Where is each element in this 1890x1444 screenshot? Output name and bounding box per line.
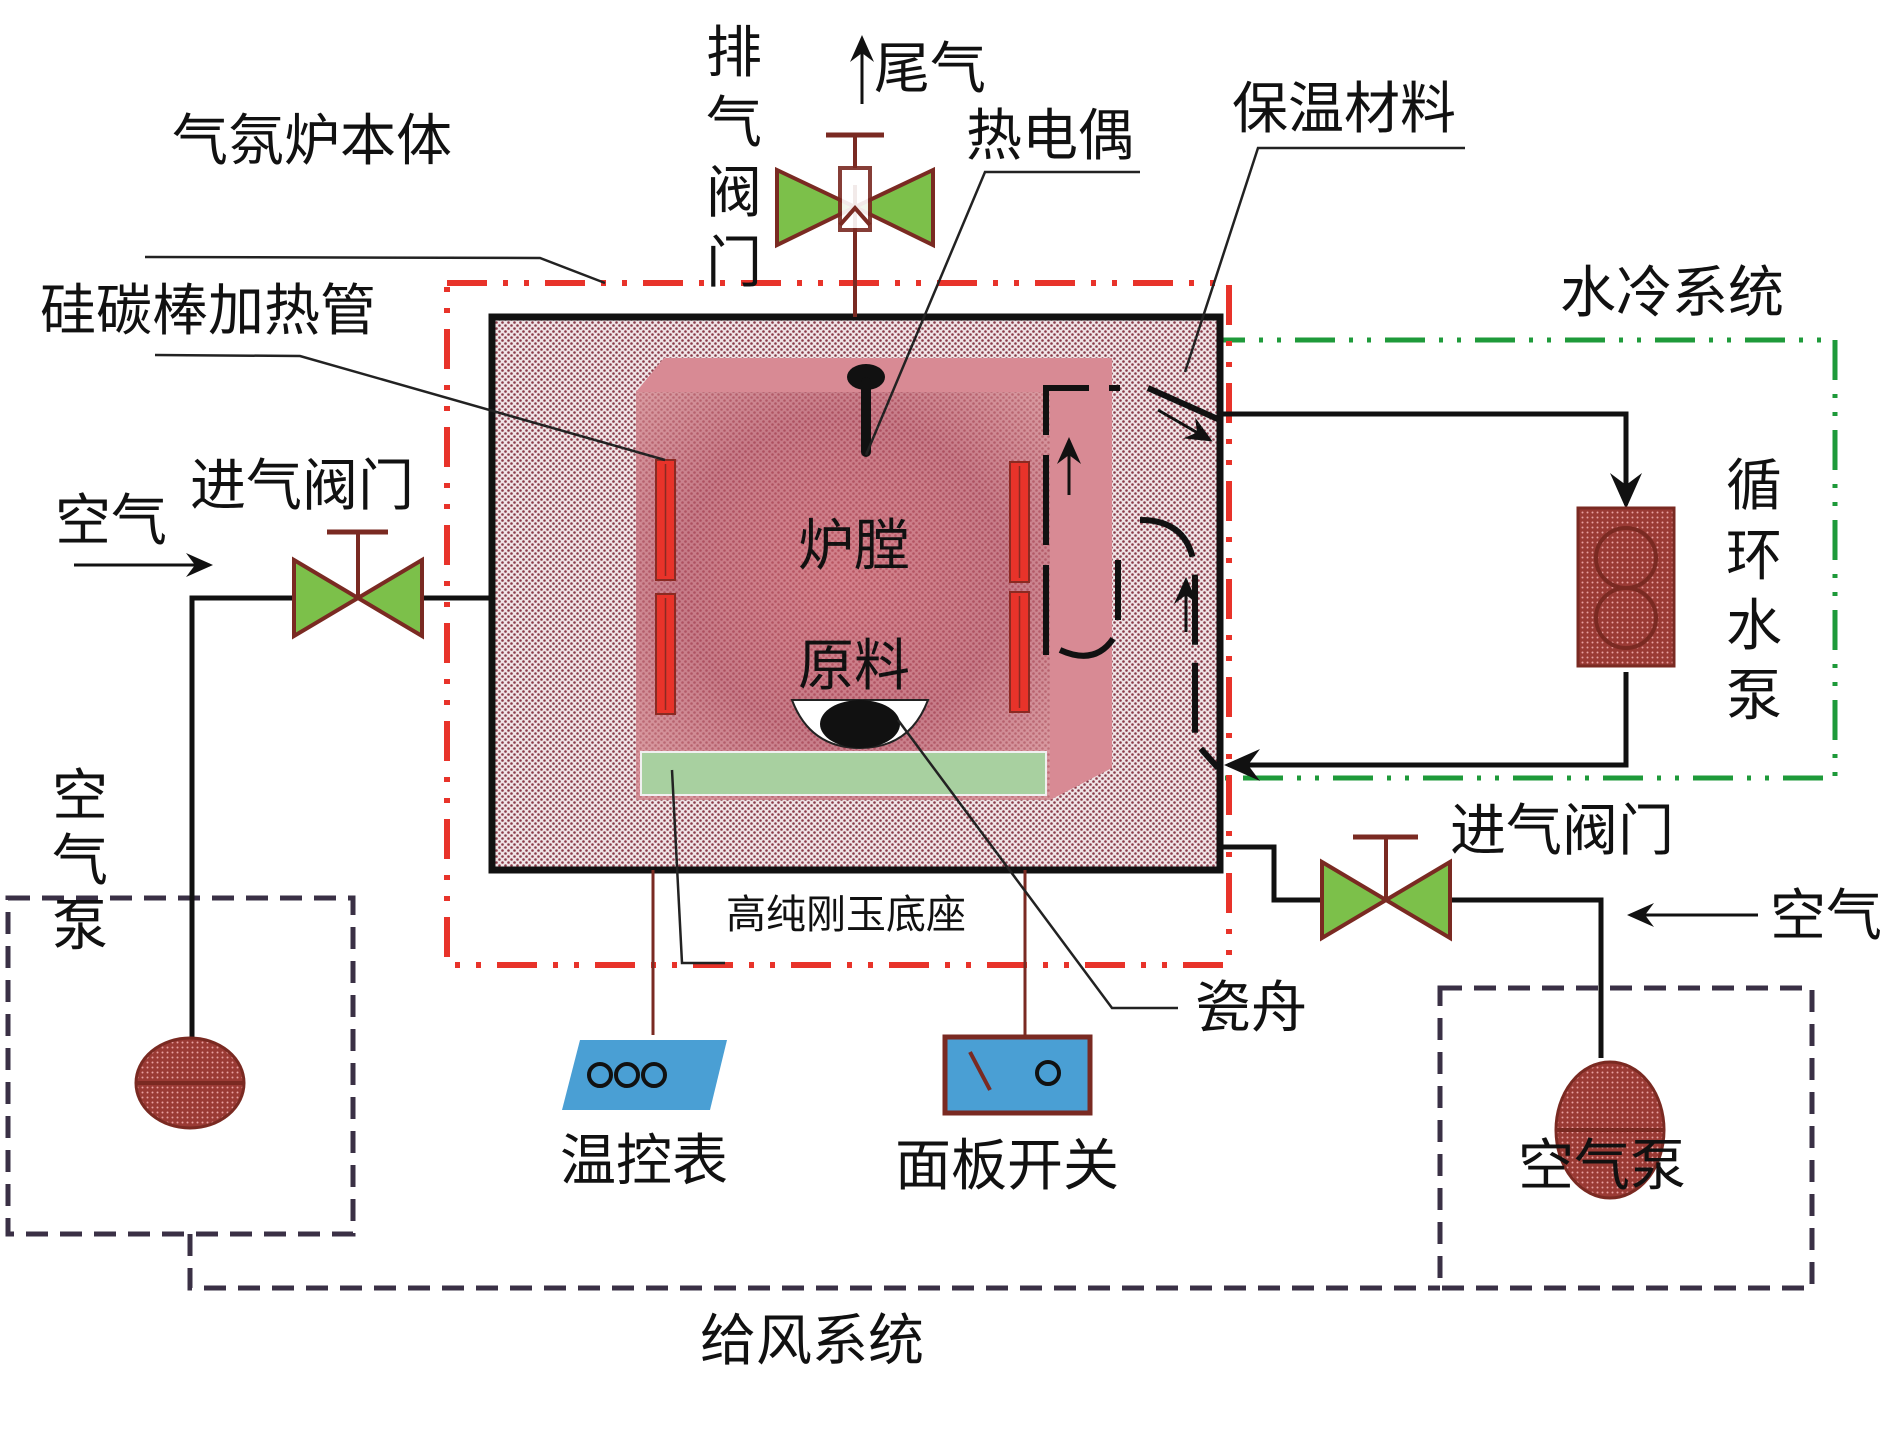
flow-arrow [1157, 408, 1213, 442]
label-air-right: 空气 [1770, 884, 1882, 949]
svg-text:阀: 阀 [706, 161, 762, 226]
label-air-pump-left: 空 气 泵 [52, 764, 108, 959]
crucible-boat-icon [790, 699, 930, 750]
label-exhaust-valve: 排 气 阀 门 [706, 21, 762, 296]
svg-text:排: 排 [706, 21, 762, 86]
left-air-pipe [189, 595, 492, 1073]
label-crucible-boat: 瓷舟 [1195, 976, 1307, 1041]
heater-rod [655, 593, 676, 715]
label-sic-heater: 硅碳棒加热管 [40, 279, 376, 344]
label-inlet-valve-left: 进气阀门 [190, 454, 414, 519]
right-air-pump-icon [1554, 1060, 1666, 1200]
label-panel-switch: 面板开关 [895, 1134, 1119, 1199]
heater-rod [655, 459, 676, 581]
svg-text:空: 空 [52, 764, 108, 829]
circulating-water-pump-icon [1576, 506, 1676, 668]
svg-text:环: 环 [1726, 524, 1782, 589]
label-furnace-body: 气氛炉本体 [172, 109, 452, 174]
label-inlet-valve-right: 进气阀门 [1450, 799, 1674, 864]
svg-text:气: 气 [706, 91, 762, 156]
label-alumina-base: 高纯刚玉底座 [726, 892, 966, 938]
label-air-supply-system: 给风系统 [700, 1309, 924, 1374]
left-air-pump-icon [134, 1036, 246, 1130]
label-circulating-pump: 循 环 水 泵 [1726, 454, 1782, 729]
label-temp-controller: 温控表 [560, 1129, 728, 1194]
label-furnace-chamber: 炉膛 [798, 514, 910, 579]
water-loop-pipes [1220, 411, 1629, 768]
label-thermocouple: 热电偶 [966, 104, 1134, 169]
sic-heater-rods [655, 459, 1030, 715]
air-supply-system-boundary [5, 895, 1815, 1291]
right-air-pipe [1220, 844, 1604, 1058]
label-raw-material: 原料 [798, 634, 910, 699]
label-water-cooling-system: 水冷系统 [1560, 261, 1784, 326]
right-inlet-valve-icon [1320, 834, 1452, 942]
svg-text:循: 循 [1726, 454, 1782, 519]
exhaust-valve-icon [775, 132, 935, 317]
label-exhaust-gas: 尾气 [874, 37, 986, 102]
furnace-body-boundary [444, 280, 1232, 968]
raw-material-icon [820, 700, 900, 748]
thermocouple-icon [847, 364, 885, 457]
label-air-left: 空气 [55, 489, 167, 554]
temperature-controller-icon [562, 1040, 727, 1110]
panel-switch-icon [942, 1034, 1093, 1116]
svg-text:门: 门 [706, 231, 762, 296]
alumina-base [640, 751, 1047, 796]
svg-text:泵: 泵 [52, 894, 108, 959]
heater-rod [1009, 461, 1030, 583]
svg-text:水: 水 [1726, 594, 1782, 659]
svg-text:气: 气 [52, 829, 108, 894]
svg-text:泵: 泵 [1726, 664, 1782, 729]
left-inlet-valve-icon [292, 529, 424, 640]
leader-lines [144, 146, 1465, 1010]
label-air-pump-right: 空气泵 [1518, 1134, 1686, 1199]
heater-rod [1009, 591, 1030, 713]
label-insulation: 保温材料 [1232, 77, 1456, 142]
